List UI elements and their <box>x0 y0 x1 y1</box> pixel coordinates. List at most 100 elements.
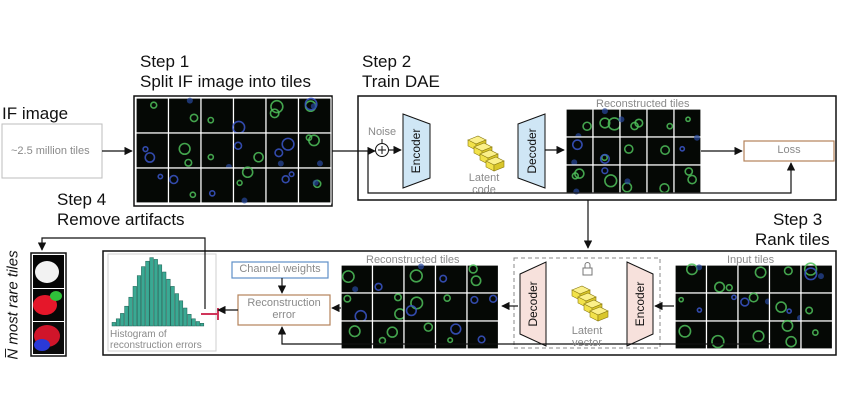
step3-decoder-shape <box>519 261 547 347</box>
step3-latent-vector-icon <box>571 285 609 322</box>
channel-weights-box <box>231 261 329 279</box>
tile <box>371 292 405 322</box>
tile <box>705 264 739 294</box>
tile <box>232 97 267 134</box>
cell <box>241 166 254 179</box>
if-image-tiles-count: ~2.5 million tiles <box>11 145 90 157</box>
cell <box>305 134 313 142</box>
histogram-bar <box>178 300 184 327</box>
tile <box>705 292 739 322</box>
cell <box>571 159 578 166</box>
histogram-bar <box>141 266 146 327</box>
cell <box>269 108 280 119</box>
step3-reconstructed-tile-grid <box>340 263 500 350</box>
tile <box>619 164 648 194</box>
cell <box>184 158 193 167</box>
tile <box>200 167 235 204</box>
tile <box>135 167 170 204</box>
histogram-bar <box>128 296 133 327</box>
cell <box>687 174 698 185</box>
cell <box>781 319 794 332</box>
cell <box>817 273 824 280</box>
step3-input-label: Input tiles <box>727 254 775 266</box>
cell <box>660 145 671 156</box>
if-image-title: IF image <box>2 104 69 123</box>
cell <box>805 306 814 315</box>
cell <box>157 173 164 180</box>
cell <box>666 122 674 130</box>
cell <box>678 296 685 303</box>
histogram-bar <box>111 322 116 327</box>
cell <box>277 160 284 167</box>
cell <box>714 281 726 293</box>
tile <box>403 264 437 294</box>
cell <box>281 137 295 151</box>
tile <box>200 97 235 134</box>
tile <box>674 264 708 294</box>
tile <box>619 136 648 166</box>
tile <box>340 320 374 350</box>
channel-weights-label: Channel weights <box>239 263 321 275</box>
tile <box>200 132 235 169</box>
histogram-bar <box>187 314 192 327</box>
histogram-bar <box>153 259 158 327</box>
histogram-bar <box>166 278 171 327</box>
cell <box>785 335 797 348</box>
tile <box>340 292 374 322</box>
recon-error-line1: Reconstruction <box>247 297 321 309</box>
if-image-box <box>1 123 103 179</box>
step2-latent-label-2: code <box>472 184 496 196</box>
step4-title: Remove artifacts <box>57 210 185 229</box>
noise-label: Noise <box>368 126 397 138</box>
recon-error-line2: error <box>272 309 296 321</box>
cell <box>623 144 634 154</box>
cell <box>178 142 191 156</box>
cell <box>142 145 149 153</box>
latent-cube <box>597 310 609 322</box>
cell <box>601 167 609 175</box>
cell <box>443 294 451 302</box>
histogram-bar <box>183 307 188 327</box>
cell <box>348 325 361 338</box>
cell <box>236 179 243 187</box>
histogram-bar <box>120 313 125 327</box>
n-bar-symbol: N̅ <box>4 348 22 360</box>
cell <box>409 269 423 283</box>
step2-title: Train DAE <box>362 72 440 91</box>
histogram-bar <box>136 275 142 327</box>
step3-encoder-shape <box>626 261 654 347</box>
step3-input-tile-grid <box>674 262 834 350</box>
step3-title: Rank tiles <box>755 230 830 249</box>
cell <box>423 322 434 332</box>
cell <box>208 189 216 197</box>
cell <box>624 178 631 185</box>
step1-number: Step 1 <box>140 52 190 71</box>
cell <box>288 171 295 178</box>
cell <box>447 337 454 344</box>
cell <box>754 266 767 279</box>
cell <box>599 117 611 129</box>
step3-reconstructed-label: Reconstructed tiles <box>366 254 460 266</box>
histogram-bar <box>170 286 175 327</box>
step2-encoder-label: Encoder <box>409 128 423 174</box>
histogram-bar <box>145 260 150 327</box>
cell <box>679 145 686 152</box>
step4-number: Step 4 <box>57 190 107 209</box>
reconstruction-error-box <box>237 294 331 326</box>
cell <box>304 97 318 111</box>
cell <box>393 293 403 302</box>
tile <box>340 264 374 294</box>
cell <box>410 296 424 310</box>
cell <box>696 307 703 313</box>
cell <box>711 334 725 349</box>
cell <box>144 152 156 163</box>
tile <box>674 292 708 322</box>
histogram-bar <box>157 264 163 327</box>
cell <box>599 153 610 164</box>
tile <box>434 292 468 322</box>
cell <box>352 286 359 293</box>
step2-reconstructed-tile-grid <box>565 108 702 195</box>
histogram-chart <box>111 257 205 327</box>
tile <box>167 97 202 134</box>
step1-title: Split IF image into tiles <box>140 72 312 91</box>
